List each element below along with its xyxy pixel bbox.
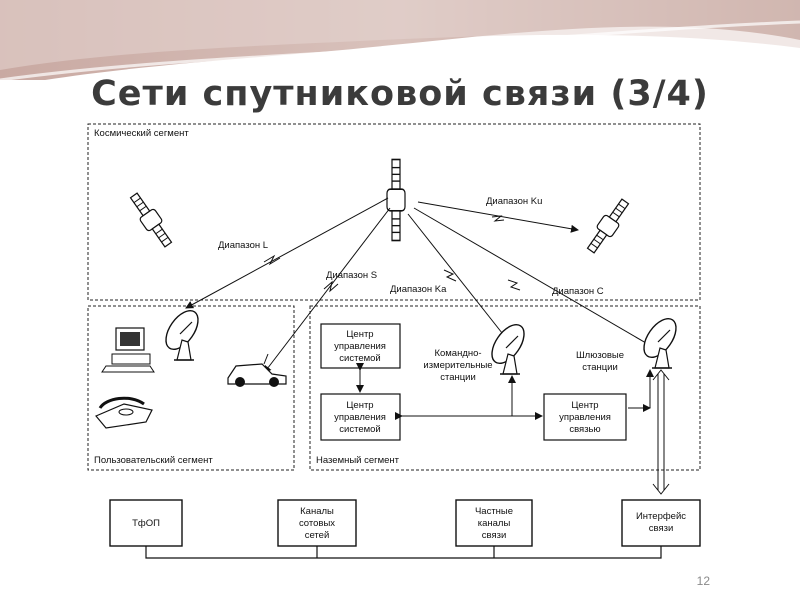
svg-text:Центр: Центр [346,329,373,340]
interface-link [652,369,670,495]
satellite-network-diagram: Космический сегмент Пользовательский сег… [87,123,701,559]
system-control-center-bottom-box: Центр управления системой [320,393,401,441]
svg-text:управления: управления [334,341,386,352]
pstn-box: ТфОП [109,499,183,547]
band-ka-label: Диапазон Ka [390,284,447,295]
user-terminal-dish-icon [158,304,206,361]
svg-text:Интерфейс: Интерфейс [636,511,686,522]
svg-text:управления: управления [334,412,386,423]
gateway-station-label: Шлюзовые станции [576,350,624,373]
svg-text:Каналы: Каналы [300,506,334,517]
svg-text:связью: связью [569,424,600,435]
network-bus-line [145,546,662,559]
svg-text:каналы: каналы [478,518,511,529]
computer-icon [101,327,155,373]
svg-text:Командно-: Командно- [434,348,481,359]
band-s-label: Диапазон S [326,270,377,281]
svg-text:Центр: Центр [571,400,598,411]
satellite-left-icon [125,189,177,251]
space-segment-label: Космический сегмент [94,128,189,139]
satellite-center-icon [386,158,406,242]
user-segment-label: Пользовательский сегмент [94,455,213,466]
space-segment-box [87,123,701,301]
svg-text:Шлюзовые: Шлюзовые [576,350,624,361]
band-l-label: Диапазон L [218,240,268,251]
page-number: 12 [696,574,710,588]
svg-text:управления: управления [559,412,611,423]
svg-text:сетей: сетей [305,530,330,541]
satellite-right-icon [582,195,634,257]
svg-text:связи: связи [649,523,674,534]
ground-segment-box [309,305,701,471]
band-c-label: Диапазон C [552,286,604,297]
telephone-icon [95,396,153,429]
svg-text:ТфОП: ТфОП [132,518,160,529]
communication-control-center-box: Центр управления связью [543,393,627,441]
svg-text:связи: связи [482,530,507,541]
communication-interface-box: Интерфейс связи [621,499,701,547]
header-banner [0,0,800,80]
vehicle-icon [227,353,287,387]
svg-text:системой: системой [339,353,380,364]
svg-text:Центр: Центр [346,400,373,411]
gateway-station-dish-icon [636,312,684,369]
cellular-channels-box: Каналы сотовых сетей [277,499,357,547]
svg-text:сотовых: сотовых [299,518,335,529]
band-ku-label: Диапазон Ku [486,196,542,207]
svg-text:станции: станции [582,362,618,373]
svg-text:станции: станции [440,372,476,383]
system-control-center-top-box: Центр управления системой [320,323,401,369]
svg-text:измерительные: измерительные [423,360,492,371]
svg-text:Частные: Частные [475,506,513,517]
slide-title: Сети спутниковой связи (3/4) [91,74,709,114]
private-channels-box: Частные каналы связи [455,499,533,547]
ground-segment-label: Наземный сегмент [316,455,400,466]
svg-text:системой: системой [339,424,380,435]
command-station-label: Командно- измерительные станции [423,348,492,383]
